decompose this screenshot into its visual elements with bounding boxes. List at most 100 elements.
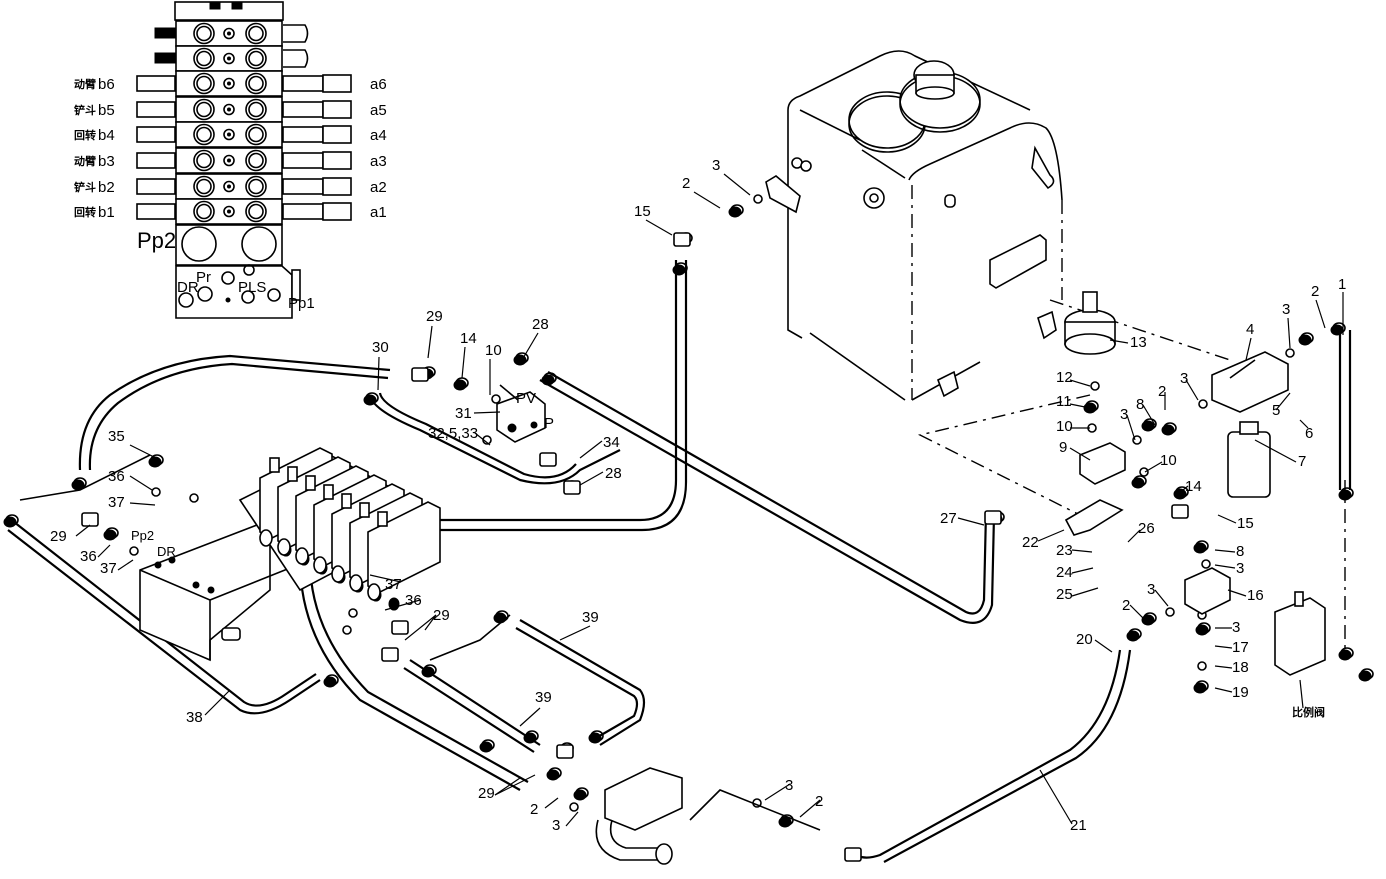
hydraulic-tank	[765, 50, 1063, 401]
callout-31: 31	[455, 405, 472, 422]
callout-2: 2	[1311, 283, 1319, 300]
port-label-a5: a5	[370, 102, 387, 119]
leader-lines	[75, 173, 1344, 827]
port-label-b6: b6	[98, 76, 115, 93]
callout-3: 3	[712, 157, 720, 174]
callout-labels: 1 2 3 4 5 6 7 13 12 11 10 9 3 8 2 3 10 1…	[50, 157, 1346, 834]
callout-3: 3	[1120, 406, 1128, 423]
callout-36: 36	[405, 592, 422, 609]
callout-37: 37	[108, 494, 125, 511]
callout-3: 3	[785, 777, 793, 794]
callout-3: 3	[1282, 301, 1290, 318]
callout-37: 37	[385, 576, 402, 593]
callout-3: 3	[552, 817, 560, 834]
port-label-a2: a2	[370, 179, 387, 196]
callout-3: 3	[1147, 581, 1155, 598]
callout-37: 37	[100, 560, 117, 577]
main-control-valve	[139, 447, 441, 662]
callout-3: 3	[1232, 619, 1240, 636]
callout-29: 29	[478, 785, 495, 802]
callout-6: 6	[1305, 425, 1313, 442]
callout-11: 11	[1056, 393, 1072, 410]
callout-34: 34	[603, 434, 620, 451]
port-label-b5: b5	[98, 102, 115, 119]
callout-28: 28	[532, 316, 549, 333]
port-label-b4: b4	[98, 127, 115, 144]
callout-36: 36	[80, 548, 97, 565]
callout-4: 4	[1246, 321, 1254, 338]
callout-13: 13	[1130, 334, 1147, 351]
port-mark-p: P	[544, 415, 554, 432]
callout-20: 20	[1076, 631, 1093, 648]
callout-29: 29	[426, 308, 443, 325]
callout-3: 3	[1236, 560, 1244, 577]
callout-32-5-33: 32,5,33	[428, 425, 478, 442]
callout-16: 16	[1247, 587, 1264, 604]
callout-21: 21	[1070, 817, 1087, 834]
pump-block	[604, 767, 683, 831]
callout-27: 27	[940, 510, 957, 527]
callout-39: 39	[535, 689, 552, 706]
callout-7: 7	[1298, 453, 1306, 470]
callout-10: 10	[1056, 418, 1073, 435]
callout-25: 25	[1056, 586, 1073, 603]
port-mark-dr: DR	[157, 544, 176, 559]
callout-2: 2	[1122, 597, 1130, 614]
callout-1: 1	[1338, 276, 1346, 293]
port-label-a4: a4	[370, 127, 387, 144]
function-mark: 铲斗	[74, 103, 96, 117]
callout-35: 35	[108, 428, 125, 445]
function-mark: 铲斗	[74, 180, 96, 194]
callout-5: 5	[1272, 402, 1280, 419]
function-mark: 动臂	[74, 154, 96, 168]
port-pr: Pr	[196, 269, 211, 286]
callout-39: 39	[582, 609, 599, 626]
callout-17: 17	[1232, 639, 1249, 656]
callout-30: 30	[372, 339, 389, 356]
callout-38: 38	[186, 709, 203, 726]
port-label-a3: a3	[370, 153, 387, 170]
port-dr: DR	[177, 279, 199, 296]
callout-26: 26	[1138, 520, 1155, 537]
function-mark: 动臂	[74, 77, 96, 91]
port-label-a6: a6	[370, 76, 387, 93]
filter-head-4	[1211, 351, 1289, 413]
callout-24: 24	[1056, 564, 1073, 581]
callout-2: 2	[815, 793, 823, 810]
callout-2: 2	[682, 175, 690, 192]
port-mark-pp2: Pp2	[131, 528, 154, 543]
callout-3: 3	[1180, 370, 1188, 387]
callout-23: 23	[1056, 542, 1073, 559]
port-label-b1: b1	[98, 204, 115, 221]
block-9	[1079, 442, 1126, 485]
port-label-a1: a1	[370, 204, 387, 221]
callout-2: 2	[1158, 383, 1166, 400]
filter-element-7	[1227, 431, 1271, 498]
port-pp2: Pp2	[137, 228, 176, 253]
callout-15: 15	[634, 203, 651, 220]
callout-29: 29	[50, 528, 67, 545]
proportional-valve	[1274, 597, 1326, 676]
callout-22: 22	[1022, 534, 1039, 551]
block-16	[1184, 567, 1231, 615]
callout-28: 28	[605, 465, 622, 482]
callout-2: 2	[530, 801, 538, 818]
callout-8: 8	[1136, 396, 1144, 413]
relief-valve-label: 比例阀	[1292, 705, 1325, 719]
port-pls: PLS	[238, 279, 266, 296]
port-label-b2: b2	[98, 179, 115, 196]
callout-12: 12	[1056, 369, 1073, 386]
callout-10: 10	[1160, 452, 1177, 469]
function-mark: 回转	[74, 205, 96, 219]
callout-19: 19	[1232, 684, 1249, 701]
callout-8: 8	[1236, 543, 1244, 560]
function-mark: 回转	[74, 128, 96, 142]
callout-14: 14	[460, 330, 477, 347]
callout-15: 15	[1237, 515, 1254, 532]
port-pp1: Pp1	[288, 295, 315, 312]
callout-29: 29	[433, 607, 450, 624]
callout-36: 36	[108, 468, 125, 485]
callout-14: 14	[1185, 478, 1202, 495]
